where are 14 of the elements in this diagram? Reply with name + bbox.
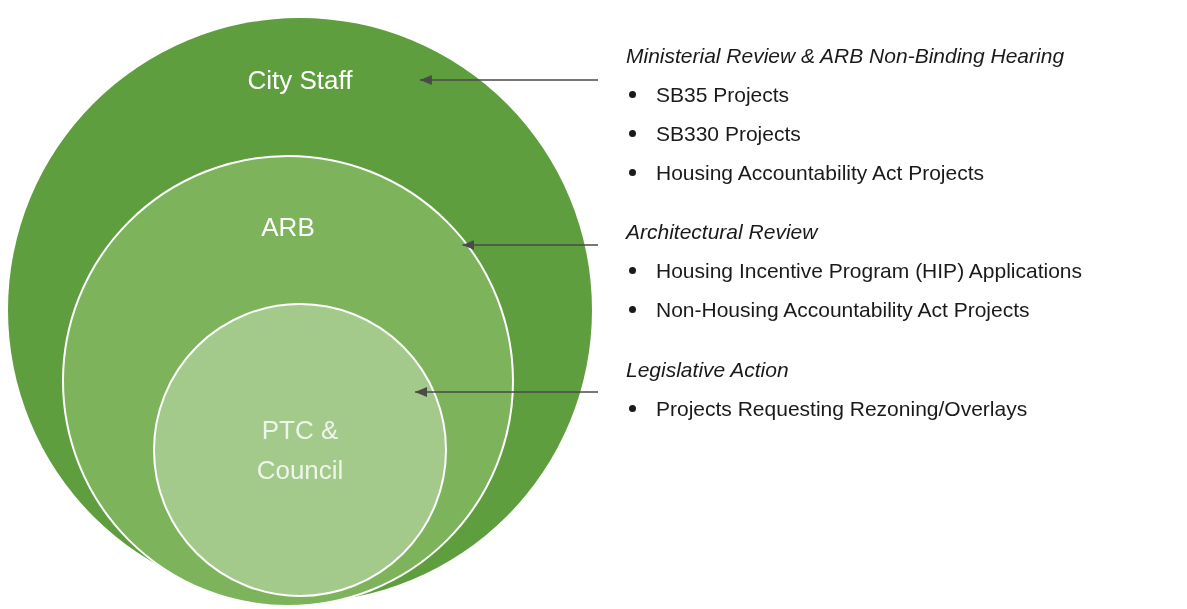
heading: Architectural Review	[626, 219, 820, 245]
circle-label: City Staff	[246, 64, 354, 97]
list-item: Non-Housing Accountability Act Projects	[656, 297, 1030, 323]
list-item: SB330 Projects	[656, 121, 801, 147]
list-item: Housing Accountability Act Projects	[656, 160, 984, 186]
arrow	[419, 75, 599, 85]
list-item: Projects Requesting Rezoning/Overlays	[656, 396, 1028, 422]
heading: Legislative Action	[626, 357, 790, 383]
circle-label: ARB	[260, 211, 316, 244]
heading: Ministerial Review & ARB Non-Binding Hearing	[626, 43, 1065, 69]
circle-label: PTC & Council	[255, 414, 345, 487]
list-item: SB35 Projects	[656, 82, 790, 108]
list-item: Housing Incentive Program (HIP) Applications	[656, 258, 1083, 284]
arrow	[414, 387, 599, 397]
